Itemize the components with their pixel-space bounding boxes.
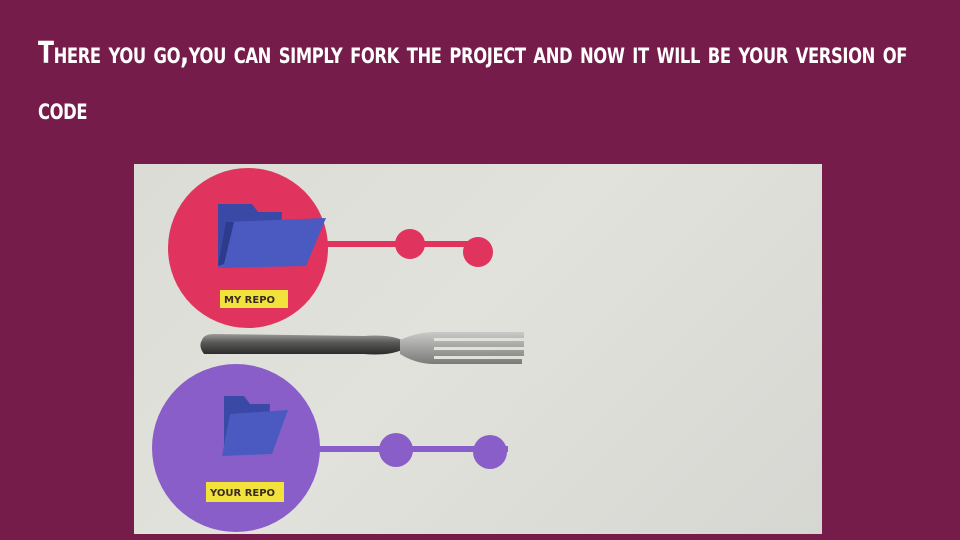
your-repo-label: YOUR REPO <box>209 488 275 499</box>
my-repo-label-tag: MY REPO <box>220 290 288 308</box>
my-repo-commit-1 <box>395 229 425 259</box>
my-repo-label: MY REPO <box>224 295 275 306</box>
your-repo-commit-1 <box>379 433 413 467</box>
slide-title: There you go,you can simply fork the pro… <box>38 36 908 127</box>
fork-illustration-photo: MY REPO YOUR REPO <box>134 164 822 534</box>
my-repo-folder-icon <box>218 204 326 268</box>
your-repo-label-tag: YOUR REPO <box>206 482 284 502</box>
your-repo-connector <box>318 446 508 452</box>
fork-illustration-svg: MY REPO YOUR REPO <box>152 168 524 532</box>
your-repo-folder-icon <box>222 396 288 456</box>
my-repo-commit-2 <box>463 237 493 267</box>
fork-image <box>200 332 524 364</box>
my-repo-group: MY REPO <box>168 168 493 328</box>
your-repo-group: YOUR REPO <box>152 364 508 532</box>
your-repo-commit-2 <box>473 435 507 469</box>
